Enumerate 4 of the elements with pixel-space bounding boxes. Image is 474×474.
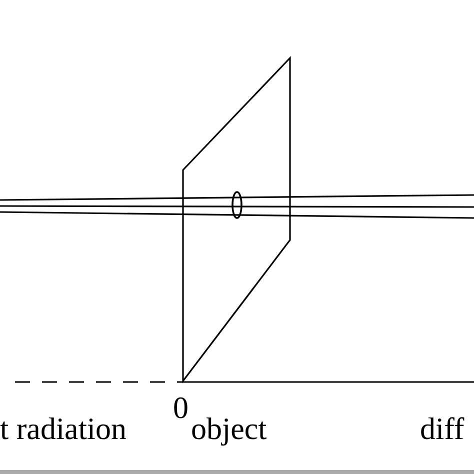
- radiation-label: t radiation: [0, 413, 127, 444]
- detector-label: diff: [420, 413, 464, 444]
- origin-label: 0: [173, 392, 188, 423]
- object-label: object: [191, 413, 267, 444]
